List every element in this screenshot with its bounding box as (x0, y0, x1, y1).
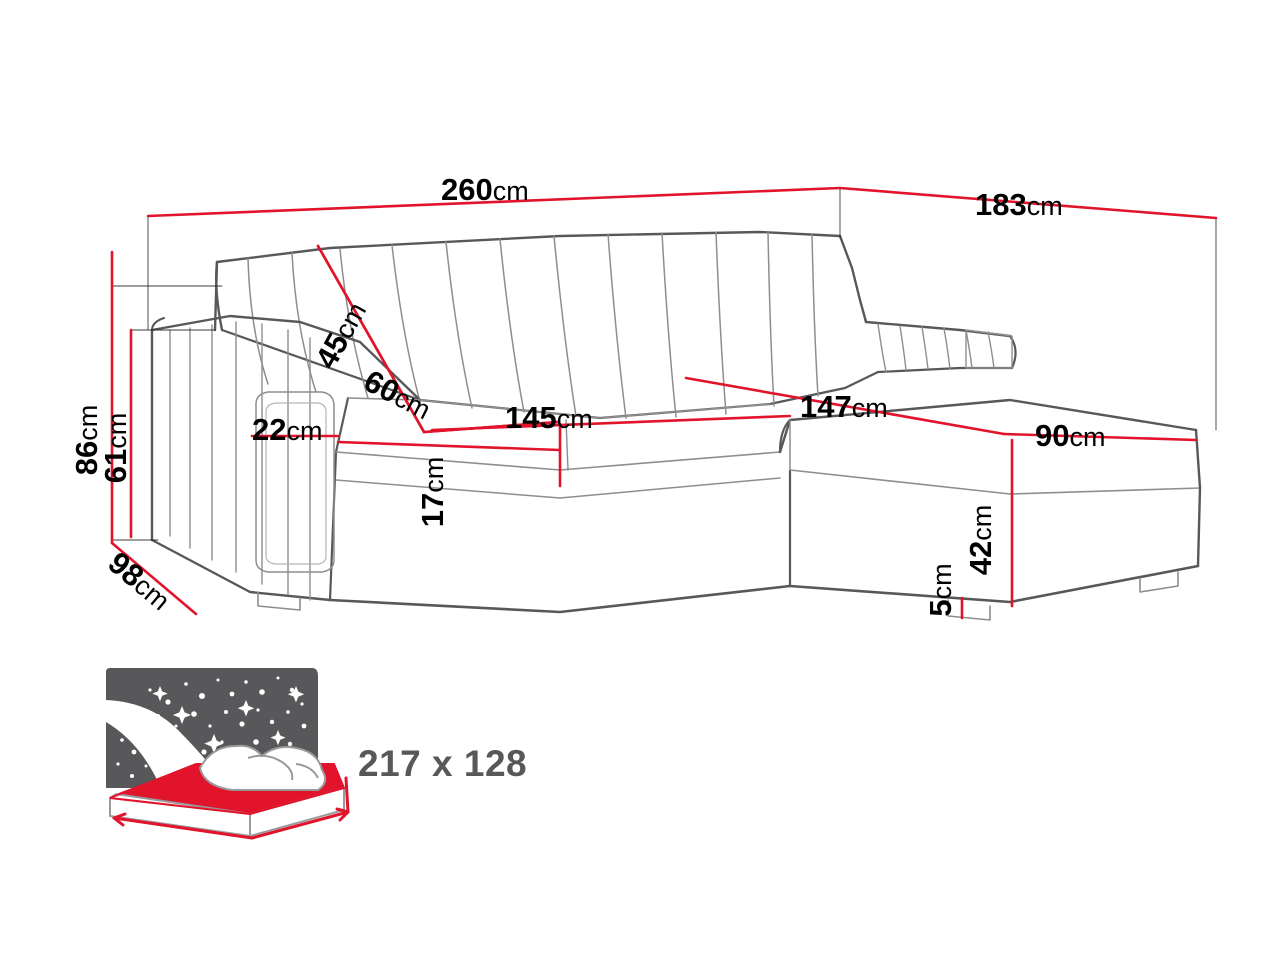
dimension-line-183 (838, 186, 1218, 220)
dimension-label-98: 98cm (102, 545, 178, 617)
left-armrest (150, 314, 422, 611)
dimension-line-arm-seat (336, 440, 562, 452)
dimension-label-90: 90cm (1035, 418, 1105, 453)
dimension-labels: 260cm 183cm 86cm 61cm 98cm 45cm (69, 172, 1105, 617)
dimension-label-22: 22cm (252, 412, 322, 447)
extension-lines (111, 187, 1217, 541)
dimension-label-60: 60cm (358, 363, 437, 426)
dimension-label-147: 147cm (800, 389, 888, 424)
sleeping-area-bed-icon: 217 x 128 (106, 668, 527, 840)
sofa-illustration (111, 187, 1217, 621)
dimension-line-145 (430, 414, 792, 432)
dimension-line-45-60 (316, 244, 560, 434)
bed-dimension-arrows (112, 776, 350, 840)
dimension-line-260 (146, 186, 842, 218)
dimension-label-260: 260cm (441, 172, 529, 207)
bed-block (109, 744, 346, 838)
dimension-label-86: 86cm (69, 405, 104, 475)
dimension-label-42: 42cm (963, 505, 998, 575)
backrest-tufting (247, 231, 819, 419)
dimension-lines (110, 186, 1218, 620)
dimension-line-90 (1002, 432, 1198, 442)
dimension-label-17: 17cm (415, 457, 450, 527)
dimension-label-61: 61cm (98, 413, 133, 483)
dimension-label-183: 183cm (975, 187, 1063, 222)
dimension-label-5: 5cm (923, 563, 958, 616)
dimension-line-147 (684, 376, 1006, 436)
chaise-backrest (838, 234, 1017, 390)
sleeping-area-label: 217 x 128 (358, 743, 527, 784)
dimension-line-98 (110, 541, 198, 616)
dimension-label-145: 145cm (505, 400, 593, 435)
dimension-label-45: 45cm (308, 296, 373, 375)
armrest-tufting (169, 321, 311, 601)
